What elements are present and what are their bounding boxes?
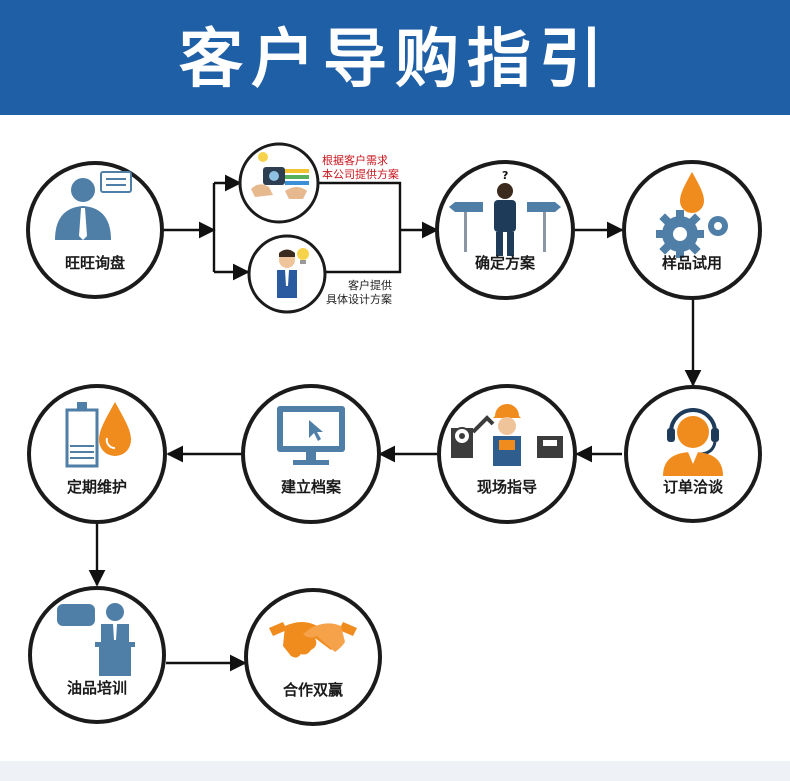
node-label-maintain: 定期维护 (66, 478, 127, 496)
node-label-sample: 样品试用 (661, 254, 722, 272)
page-title: 客户导购指引 (179, 23, 611, 97)
connectors (88, 174, 702, 672)
node-label-order: 订单洽谈 (662, 478, 723, 496)
headset-agent-icon (663, 408, 723, 476)
svg-text:?: ? (502, 169, 508, 182)
company-plan-note-line1: 根据客户需求 (322, 154, 388, 167)
node-label-archive: 建立档案 (280, 478, 341, 496)
idea-person-icon (277, 248, 309, 298)
presenter-icon (57, 603, 135, 676)
person-chat-icon (55, 171, 132, 240)
customer-plan-note: 客户提供 具体设计方案 (326, 279, 392, 307)
header-banner (0, 0, 790, 115)
company-plan-note-line2: 本公司提供方案 (322, 168, 399, 181)
node-label-training: 油品培训 (66, 679, 127, 697)
node-label-wangwang: 旺旺询盘 (64, 254, 125, 272)
bottom-strip (0, 761, 790, 781)
customer-plan-note-line1: 客户提供 (348, 279, 392, 292)
node-cooperate-circle (244, 588, 382, 726)
node-label-cooperate: 合作双赢 (282, 681, 343, 699)
worker-machine-icon (451, 404, 563, 466)
node-label-onsite: 现场指导 (476, 478, 537, 496)
handshake-icon (269, 622, 357, 658)
bottle-drop-icon (65, 402, 131, 468)
node-training-circle (28, 586, 166, 724)
merge-line (318, 181, 402, 274)
node-label-confirm: 确定方案 (474, 254, 535, 272)
company-plan-note: 根据客户需求 本公司提供方案 (322, 154, 399, 182)
gears-drop-icon (656, 172, 728, 258)
hands-tablet-icon (251, 152, 309, 199)
customer-plan-note-line2: 具体设计方案 (326, 293, 392, 306)
crossroads-icon: ? (449, 169, 561, 256)
monitor-cursor-icon (277, 406, 345, 465)
